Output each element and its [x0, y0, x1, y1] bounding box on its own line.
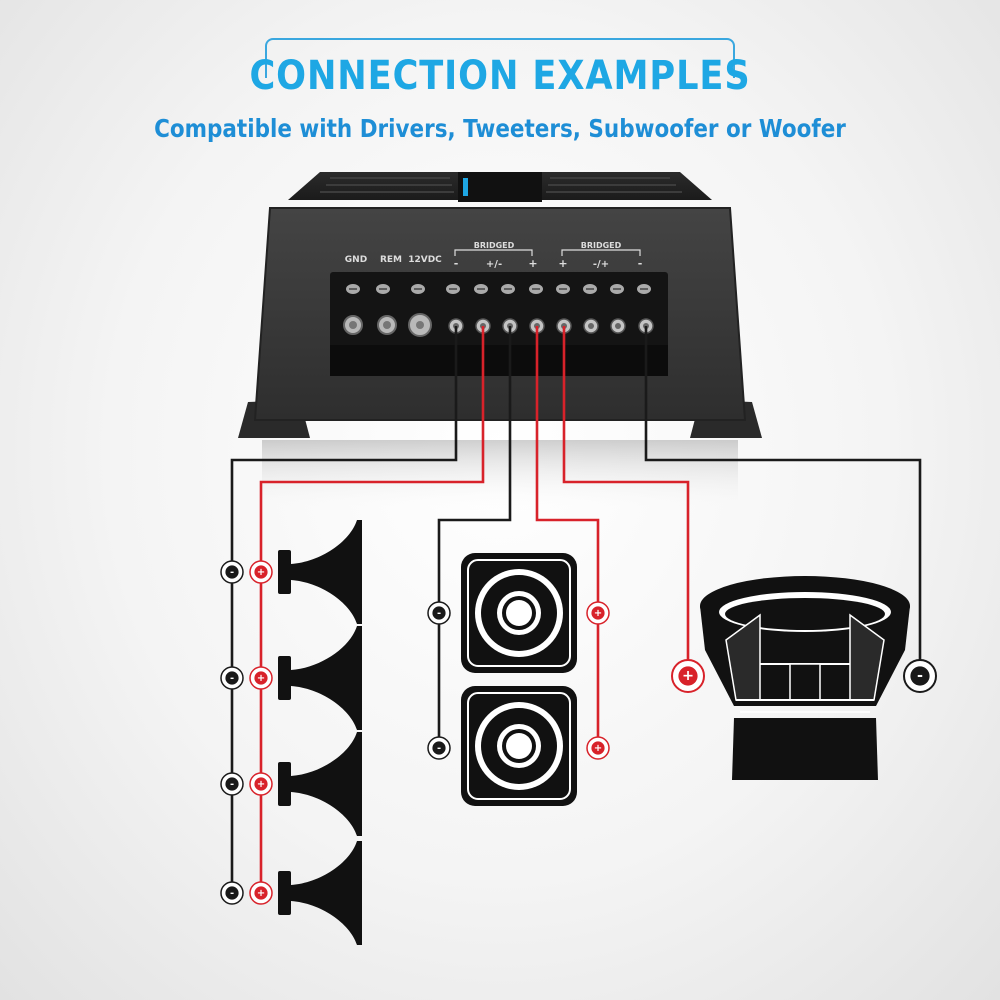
- sub-plus-badge: +: [671, 659, 705, 693]
- minus-sign: -: [437, 743, 441, 754]
- tweeter-plus-badge: +: [586, 736, 610, 760]
- bridged-left-bracket: [454, 249, 533, 256]
- page-title: CONNECTION EXAMPLES: [249, 53, 751, 99]
- horn-driver-icon: [278, 732, 362, 836]
- horn-driver-group: [278, 520, 362, 945]
- tweeter-minus-badge: -: [427, 736, 451, 760]
- tweeter-minus-badge: -: [427, 601, 451, 625]
- bridged-right-center: -/+: [593, 259, 609, 270]
- minus-sign: -: [230, 888, 234, 899]
- gnd-label: GND: [345, 255, 367, 265]
- tweeter-plus-badge: +: [586, 601, 610, 625]
- tweeter-bottom: [461, 686, 577, 806]
- plus-sign: +: [257, 888, 265, 899]
- horn-minus-badge: -: [220, 666, 244, 690]
- bridged-right-minus: -: [638, 257, 643, 270]
- tweeter-top: [461, 553, 577, 673]
- horn-plus-badge: +: [249, 881, 273, 905]
- terminal-screws: [343, 284, 654, 337]
- sub-negative-wire: [644, 326, 922, 676]
- bridged-right-label: BRIDGED: [581, 241, 622, 250]
- sub-positive-wire: [562, 326, 690, 676]
- plus-sign: +: [594, 608, 602, 619]
- bridged-right-bracket: [561, 249, 641, 256]
- horn-minus-badge: -: [220, 881, 244, 905]
- horn-minus-badge: -: [220, 560, 244, 584]
- title-bracket: [265, 38, 735, 78]
- subwoofer-icon: [700, 576, 910, 780]
- minus-sign: -: [437, 608, 441, 619]
- terminal-badges: - + - + - + - + - + - + + -: [220, 560, 937, 905]
- minus-sign: -: [230, 673, 234, 684]
- minus-sign: -: [230, 567, 234, 578]
- horn-plus-badge: +: [249, 560, 273, 584]
- minus-sign: -: [230, 779, 234, 790]
- tweeter-positive-wire: [535, 326, 600, 748]
- bridged-left-center: +/-: [486, 259, 502, 270]
- bridged-left-minus: -: [454, 257, 459, 270]
- tweeter-negative-wire: [437, 326, 512, 748]
- horn-minus-badge: -: [220, 772, 244, 796]
- sub-minus-badge: -: [903, 659, 937, 693]
- amplifier: [238, 172, 762, 510]
- plus-sign: +: [594, 743, 602, 754]
- bridged-left-plus: +: [528, 257, 537, 270]
- horn-driver-icon: [278, 626, 362, 730]
- horn-driver-icon: [278, 841, 362, 945]
- page-subtitle: Compatible with Drivers, Tweeters, Subwo…: [154, 114, 846, 143]
- minus-sign: -: [917, 668, 923, 684]
- rem-label: REM: [380, 255, 402, 265]
- tweeter-icon: [461, 553, 577, 806]
- horn-plus-badge: +: [249, 666, 273, 690]
- plus-sign: +: [257, 567, 265, 578]
- horn-plus-badge: +: [249, 772, 273, 796]
- plus-sign: +: [257, 779, 265, 790]
- plus-sign: +: [682, 668, 694, 684]
- bridged-right-plus: +: [558, 257, 567, 270]
- plus-sign: +: [257, 673, 265, 684]
- bridged-left-label: BRIDGED: [474, 241, 515, 250]
- 12vdc-label: 12VDC: [408, 255, 442, 265]
- horn-driver-icon: [278, 520, 362, 624]
